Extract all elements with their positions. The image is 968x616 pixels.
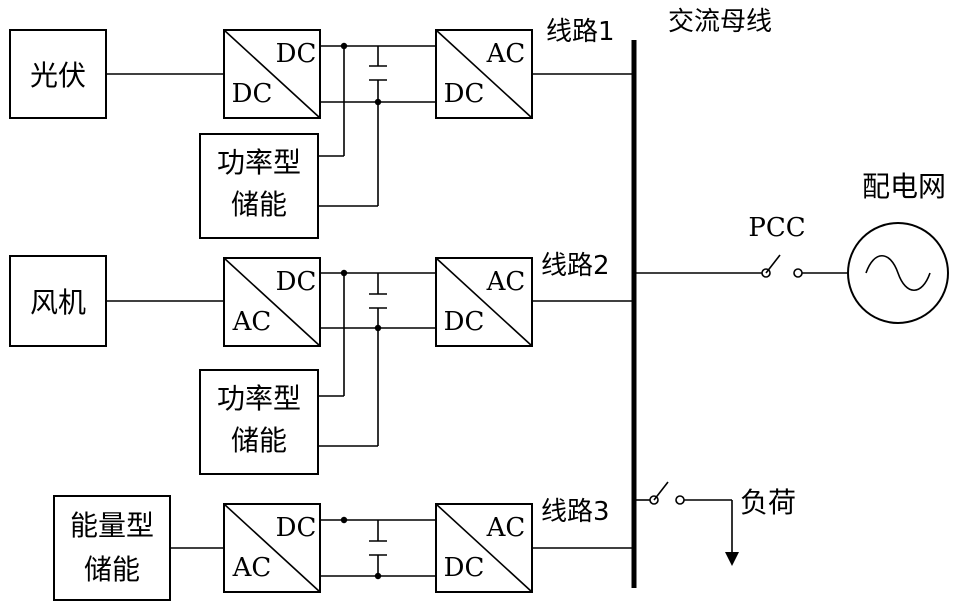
dc-dc-converter: DC DC bbox=[223, 29, 321, 119]
load-arrow-icon bbox=[725, 552, 739, 566]
line-label-2: 线路2 bbox=[541, 251, 610, 281]
converter-bottom-label: DC bbox=[444, 553, 485, 583]
converter-bottom-label: AC bbox=[232, 307, 272, 337]
grid-connection: PCC 配电网 bbox=[634, 170, 949, 324]
converter-top-label: AC bbox=[486, 513, 526, 543]
dc-ac-converter: AC DC bbox=[435, 257, 533, 347]
pv-box bbox=[9, 29, 107, 119]
dc-ac-converter: AC DC bbox=[435, 29, 533, 119]
grid-label: 配电网 bbox=[862, 170, 946, 203]
line-label-1: 线路1 bbox=[546, 17, 615, 47]
energy-storage-label-line2: 储能 bbox=[84, 553, 140, 586]
wind-label: 风机 bbox=[30, 286, 86, 319]
ac-dc-converter: DC AC bbox=[223, 257, 321, 347]
load-label: 负荷 bbox=[740, 486, 796, 519]
branch-3: 能量型 储能 DC AC AC DC 线路3 bbox=[53, 495, 634, 601]
pcc-label: PCC bbox=[748, 213, 805, 243]
line-label-3: 线路3 bbox=[541, 497, 610, 527]
storage-label-line2: 储能 bbox=[231, 424, 287, 457]
power-storage-box bbox=[199, 133, 319, 239]
dc-ac-converter: AC DC bbox=[435, 503, 533, 593]
converter-top-label: AC bbox=[486, 39, 526, 69]
ac-dc-converter: DC AC bbox=[223, 503, 321, 593]
sine-wave-icon bbox=[865, 255, 931, 291]
branch-1: 光伏 DC DC 功率型 储能 AC DC bbox=[9, 17, 634, 239]
pv-label: 光伏 bbox=[30, 59, 86, 92]
power-storage-box bbox=[199, 369, 319, 475]
ac-bus-label: 交流母线 bbox=[668, 7, 772, 37]
dc-link-capacitor bbox=[369, 46, 387, 102]
converter-bottom-label: DC bbox=[444, 79, 485, 109]
load-connection: 负荷 bbox=[634, 481, 796, 566]
converter-bottom-label: DC bbox=[444, 307, 485, 337]
dc-link-capacitor bbox=[369, 520, 387, 576]
energy-storage-box bbox=[53, 495, 171, 601]
converter-top-label: DC bbox=[276, 513, 317, 543]
converter-bottom-label: AC bbox=[232, 553, 272, 583]
storage-label-line1: 功率型 bbox=[217, 382, 301, 415]
pcc-switch bbox=[765, 254, 781, 274]
storage-label-line1: 功率型 bbox=[217, 146, 301, 179]
dc-link-capacitor bbox=[369, 273, 387, 328]
storage-label-line2: 储能 bbox=[231, 188, 287, 221]
load-switch bbox=[653, 481, 669, 501]
branch-2: 风机 DC AC 功率型 储能 AC DC bbox=[9, 251, 634, 475]
converter-top-label: AC bbox=[486, 267, 526, 297]
converter-top-label: DC bbox=[276, 39, 317, 69]
wind-box bbox=[9, 255, 107, 347]
converter-bottom-label: DC bbox=[232, 79, 273, 109]
converter-top-label: DC bbox=[276, 267, 317, 297]
energy-storage-label-line1: 能量型 bbox=[70, 509, 154, 542]
